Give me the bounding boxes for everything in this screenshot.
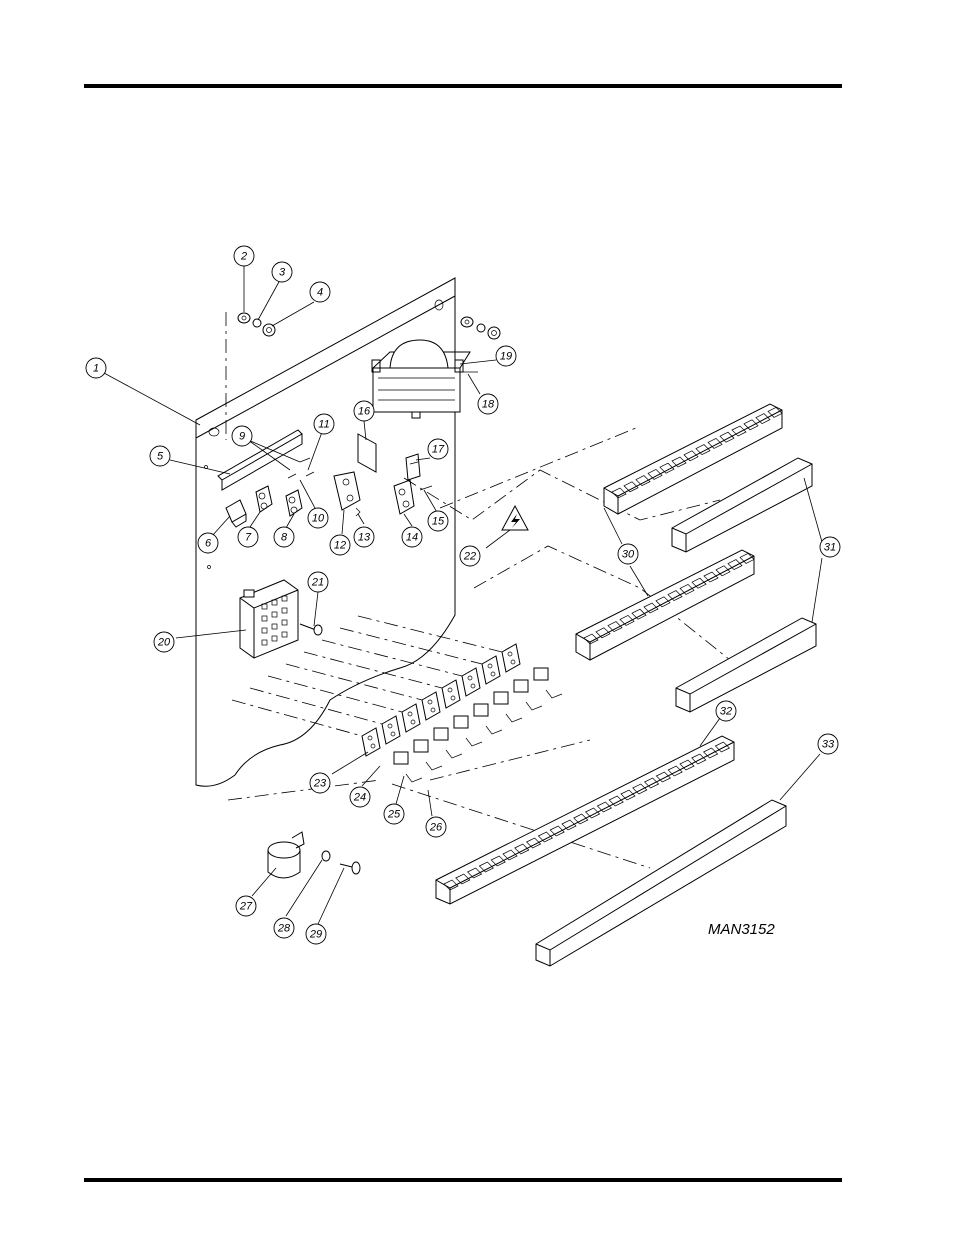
washer-nut-set-right <box>460 316 501 340</box>
wire-duct-middle <box>575 549 755 661</box>
callout-14: 14 <box>401 526 423 548</box>
callout-label: 19 <box>500 351 512 363</box>
callout-22: 22 <box>459 545 481 567</box>
screw-29 <box>339 861 361 875</box>
callout-label: 7 <box>245 532 252 544</box>
leader-lines <box>103 265 823 925</box>
terminal-block-14 <box>393 479 415 515</box>
callout-label: 1 <box>93 363 99 375</box>
drawing-ref: MAN3152 <box>708 921 775 938</box>
callout-label: 23 <box>313 778 327 790</box>
high-voltage-warning-icon <box>501 504 529 531</box>
callout-label: 5 <box>157 451 164 463</box>
callout-label: 3 <box>279 267 286 279</box>
callout-29: 29 <box>305 923 327 945</box>
bottom-rule <box>84 1178 842 1182</box>
wire-duct-lower <box>435 735 735 905</box>
callout-label: 28 <box>277 923 291 935</box>
callout-label: 17 <box>432 444 445 456</box>
callout-19: 19 <box>495 345 517 367</box>
callout-16: 16 <box>353 400 375 422</box>
callout-11: 11 <box>313 413 335 435</box>
bracket-17 <box>405 453 421 481</box>
callout-label: 27 <box>239 901 253 913</box>
wire-duct-upper <box>603 403 783 515</box>
terminal-block-6 <box>225 499 247 528</box>
bracket-16 <box>357 433 377 473</box>
terminal-block-12 <box>333 471 361 511</box>
callout-1: 1 <box>85 357 107 379</box>
callout-label: 9 <box>239 431 245 443</box>
callout-24: 24 <box>349 786 371 808</box>
callout-label: 26 <box>429 822 443 834</box>
callout-3: 3 <box>271 261 293 283</box>
callout-label: 16 <box>358 406 371 418</box>
callout-label: 8 <box>281 532 288 544</box>
relay-socket-array <box>231 615 563 783</box>
callout-label: 29 <box>309 929 322 941</box>
callout-label: 33 <box>822 739 835 751</box>
callout-label: 2 <box>240 251 247 263</box>
duct-cover-middle <box>675 617 817 713</box>
callout-label: 25 <box>387 809 401 821</box>
callout-10: 10 <box>307 507 329 529</box>
callout-label: 10 <box>312 513 325 525</box>
alignment-lines <box>227 427 731 869</box>
callout-label: 31 <box>824 542 836 554</box>
callout-label: 6 <box>205 538 212 550</box>
callout-31: 31 <box>819 536 841 558</box>
transformer <box>371 339 478 419</box>
callout-7: 7 <box>237 526 259 548</box>
callout-20: 20 <box>153 631 175 653</box>
washer-nut-set <box>237 312 276 337</box>
callout-27: 27 <box>235 895 257 917</box>
callout-25: 25 <box>383 803 405 825</box>
callout-2: 2 <box>233 245 255 267</box>
callout-label: 11 <box>318 419 329 431</box>
callout-33: 33 <box>817 733 839 755</box>
callout-23: 23 <box>309 772 331 794</box>
callout-6: 6 <box>197 532 219 554</box>
callout-4: 4 <box>309 281 331 303</box>
callout-label: 12 <box>334 540 346 552</box>
callout-label: 30 <box>622 549 635 561</box>
callout-17: 17 <box>427 438 449 460</box>
callout-18: 18 <box>477 393 499 415</box>
terminal-block-7 <box>255 485 273 513</box>
callout-30: 30 <box>617 543 639 565</box>
terminal-strip <box>239 579 299 659</box>
callout-12: 12 <box>329 534 351 556</box>
callout-label: 13 <box>358 532 371 544</box>
din-rail <box>217 429 303 491</box>
top-rule <box>84 84 842 88</box>
callout-label: 24 <box>353 792 366 804</box>
capacitor <box>267 831 305 879</box>
callout-label: 32 <box>720 706 732 718</box>
terminal-block-8 <box>285 489 303 517</box>
callout-label: 20 <box>157 637 171 649</box>
callout-label: 22 <box>463 551 476 563</box>
callout-label: 21 <box>311 577 324 589</box>
callout-26: 26 <box>425 816 447 838</box>
callout-label: 15 <box>432 516 445 528</box>
callout-5: 5 <box>149 445 171 467</box>
callout-15: 15 <box>427 510 449 532</box>
callout-label: 4 <box>317 287 323 299</box>
callout-label: 18 <box>482 399 495 411</box>
callout-28: 28 <box>273 917 295 939</box>
duct-cover-upper <box>671 457 813 553</box>
callout-21: 21 <box>307 571 329 593</box>
callout-9: 9 <box>231 425 253 447</box>
callout-label: 14 <box>406 532 418 544</box>
callout-8: 8 <box>273 526 295 548</box>
duct-cover-lower <box>535 799 787 967</box>
washer-28 <box>321 850 331 862</box>
callout-13: 13 <box>353 526 375 548</box>
callout-32: 32 <box>715 700 737 722</box>
screw-21 <box>299 623 323 636</box>
